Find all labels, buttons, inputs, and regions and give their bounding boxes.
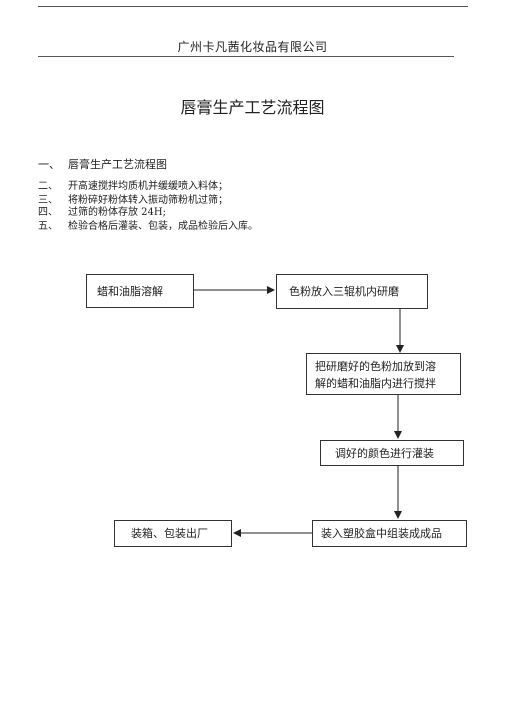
- step-number: 四、: [38, 207, 58, 218]
- flow-box-ship: 装箱、包装出厂: [114, 520, 232, 547]
- company-name: 广州卡凡茜化妆品有限公司: [177, 40, 328, 54]
- flow-box-fill: 调好的颜色进行灌装: [320, 440, 464, 466]
- step-number: 二、: [38, 181, 58, 192]
- flow-box-dissolve: 蜡和油脂溶解: [86, 274, 194, 308]
- top-rule: [38, 6, 468, 7]
- header-rule: [38, 56, 454, 57]
- section-number: 一、: [38, 158, 60, 171]
- step-text: 将粉碎好粉体转入振动筛粉机过筛；: [68, 195, 228, 206]
- section-heading: 唇膏生产工艺流程图: [68, 158, 167, 171]
- page-title: 唇膏生产工艺流程图: [180, 98, 325, 117]
- step-text: 过筛的粉体存放 24H;: [68, 207, 166, 218]
- step-number: 五、: [38, 221, 58, 232]
- flow-box-assemble: 装入塑胶盒中组装成成品: [312, 520, 467, 547]
- step-text: 检验合格后灌装、包装，成品检验后入库。: [68, 221, 258, 232]
- flow-box-mix: 把研磨好的色粉加放到溶 解的蜡和油脂内进行搅拌: [306, 353, 461, 395]
- flow-box-grind: 色粉放入三辊机内研磨: [276, 274, 428, 309]
- step-text: 开高速搅拌均质机并缓缓喷入料体；: [68, 181, 228, 192]
- step-number: 三、: [38, 195, 58, 206]
